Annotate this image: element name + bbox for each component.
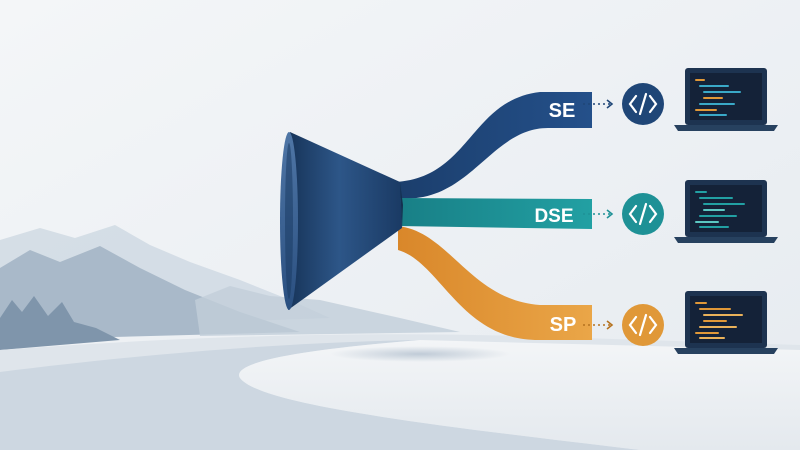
stream-se: [395, 92, 592, 199]
code-icon: [622, 193, 664, 235]
dotted-arrow-icon: [583, 99, 614, 109]
laptop-icon: [674, 180, 778, 243]
ground: [0, 334, 800, 450]
stream-label-sp: SP: [550, 314, 577, 336]
stream-label-dse: DSE: [534, 206, 573, 227]
dotted-arrow-icon: [583, 209, 614, 219]
dotted-arrow-icon: [583, 320, 614, 330]
laptop-icon: [674, 68, 778, 131]
stream-label-se: SE: [549, 100, 576, 122]
funnel-icon: [280, 132, 403, 310]
laptop-icon: [674, 291, 778, 354]
stream-sp: [398, 226, 592, 340]
code-icon: [622, 83, 664, 125]
code-icon: [622, 304, 664, 346]
mountain-landscape: [0, 225, 460, 350]
stream-dse: [398, 198, 592, 229]
funnel-shadow: [330, 346, 510, 362]
